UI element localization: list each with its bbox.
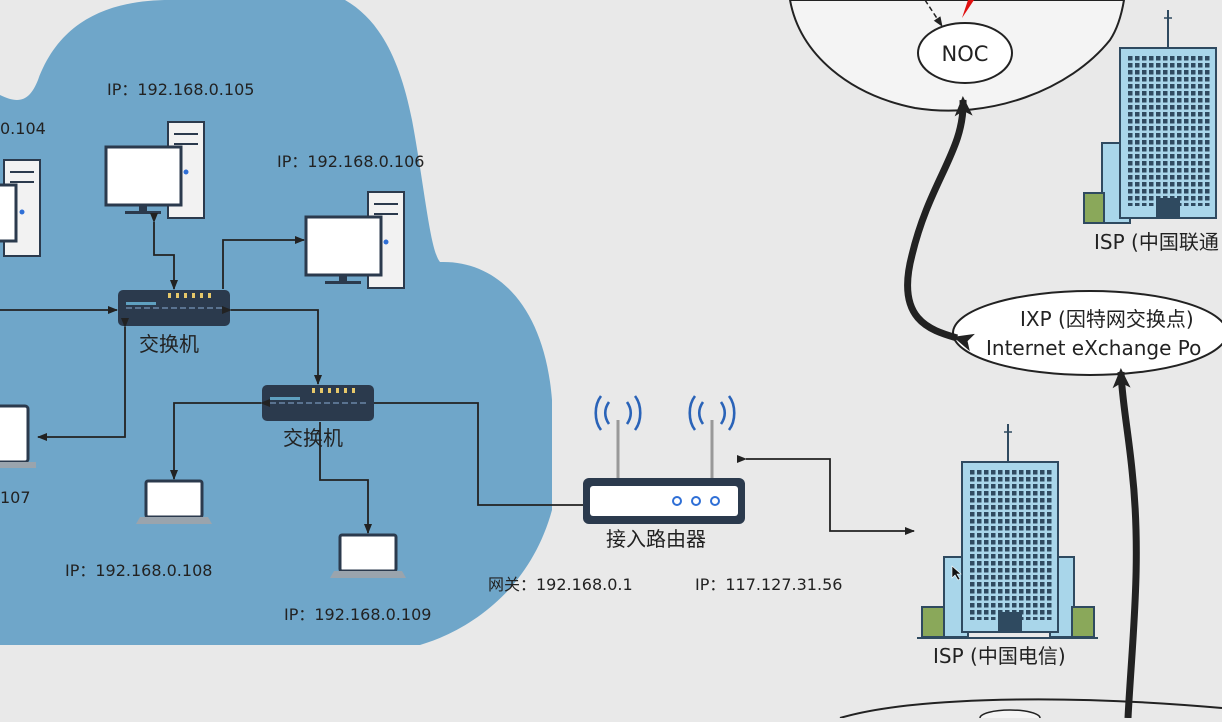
switch-1-label: 交换机: [139, 332, 199, 356]
isp-telecom-label: ISP (中国电信): [933, 644, 1066, 668]
access-router[interactable]: [583, 395, 745, 524]
lan-cloud: [0, 0, 552, 645]
gateway-label: 网关：192.168.0.1: [488, 575, 633, 594]
lan-links: [0, 213, 372, 534]
ip-108-label: IP：192.168.0.108: [65, 561, 212, 580]
switch-2[interactable]: [262, 385, 374, 421]
bottom-region-edge: [839, 698, 1222, 719]
ip-104-label: 0.104: [0, 119, 46, 138]
switch2-router-link: [365, 399, 583, 506]
pc105-switch1-link: [150, 213, 178, 290]
desktop-pc-105[interactable]: [104, 121, 205, 219]
wifi-icon-right: [688, 395, 736, 431]
desktop-pc-106[interactable]: [304, 191, 405, 289]
switch-2-label: 交换机: [283, 426, 343, 450]
ixp-label-line1: IXP (因特网交换点): [1020, 307, 1194, 331]
switch2-laptop108-link: [170, 399, 270, 480]
mouse-cursor-icon: [951, 565, 962, 581]
bottom-node-edge: [979, 709, 1041, 722]
laptop-107[interactable]: [0, 404, 36, 468]
switch1-laptop107-link: [37, 318, 129, 441]
ip-106-label: IP：192.168.0.106: [277, 152, 424, 171]
desktop-pc-104[interactable]: [0, 159, 41, 257]
noc-red-arrow-icon: [962, 0, 974, 18]
noc-label: NOC: [942, 42, 989, 66]
ixp-node[interactable]: [952, 290, 1222, 376]
ixp-label-line2: Internet eXchange Po: [986, 336, 1201, 360]
isp-telecom-building[interactable]: [917, 424, 1098, 639]
ip-109-label: IP：192.168.0.109: [284, 605, 431, 624]
switch1-pc106-link: [222, 236, 305, 289]
laptop-109[interactable]: [330, 533, 406, 578]
router-isp-link: [737, 455, 915, 535]
laptop-108[interactable]: [136, 479, 212, 524]
isp-unicom-building[interactable]: [1083, 10, 1217, 224]
noc-ixp-link: [904, 96, 975, 352]
ip-105-label: IP：192.168.0.105: [107, 80, 254, 99]
wifi-icon-left: [594, 395, 642, 431]
switch2-laptop109-link: [319, 422, 372, 534]
router-ip-label: IP：117.127.31.56: [695, 575, 842, 594]
noc-node[interactable]: [917, 22, 1013, 84]
switch1-switch2-link: [222, 306, 322, 385]
ixp-bottom-link: [1112, 368, 1140, 719]
router-label: 接入路由器: [606, 527, 706, 551]
noc-dashed-arrow: [924, 0, 943, 27]
switch-1[interactable]: [118, 287, 230, 326]
ip-107-label: 107: [0, 488, 31, 507]
isp-unicom-label: ISP (中国联通: [1094, 230, 1219, 254]
